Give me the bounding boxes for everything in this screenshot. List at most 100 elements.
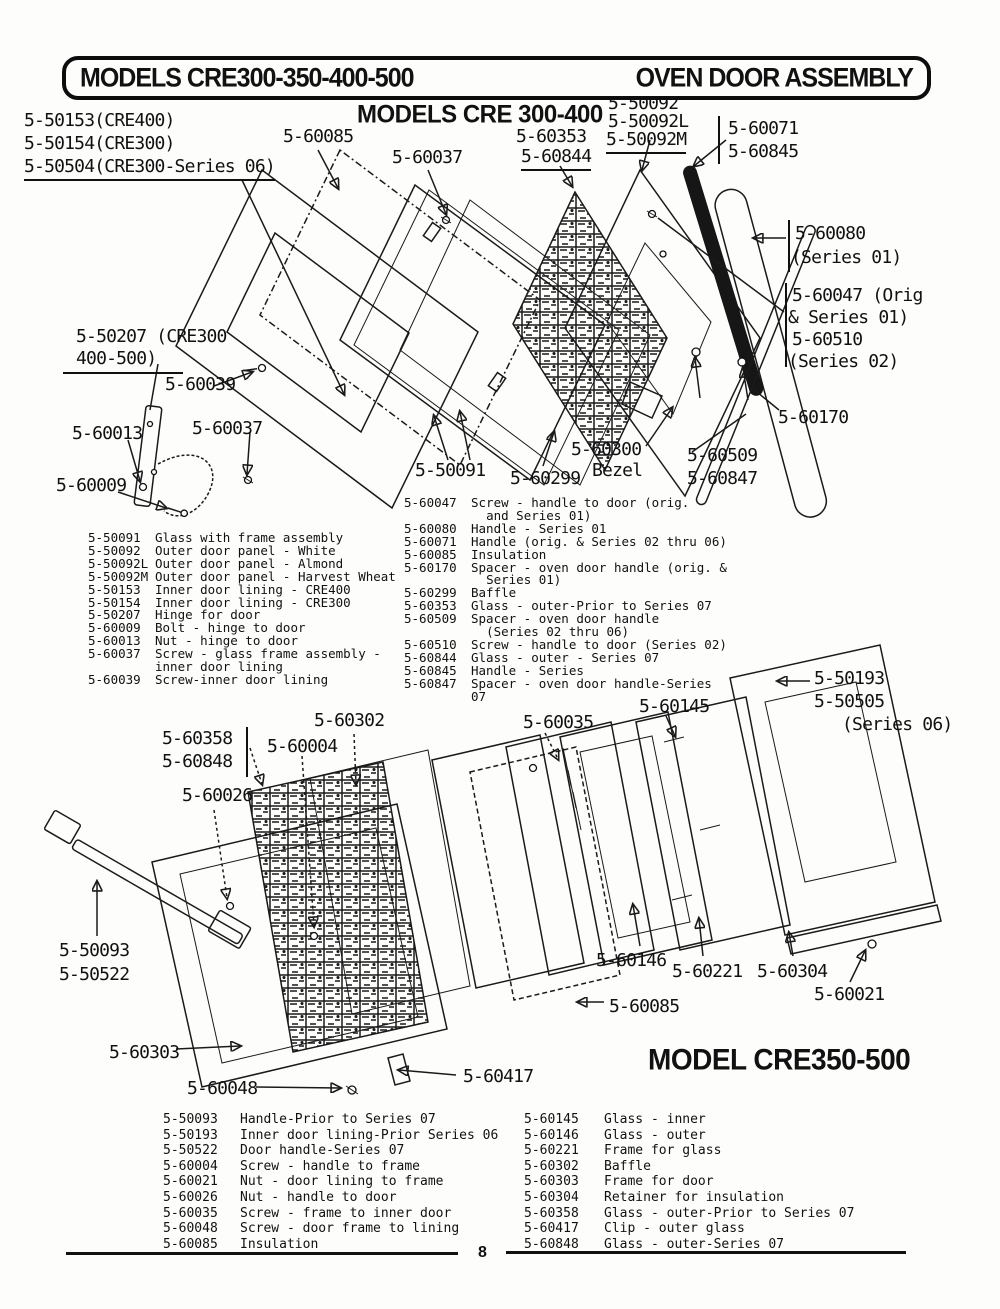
part-label: (Series 06) [842,714,953,735]
part-number: 5-60221 [524,1143,579,1159]
part-label: 5-60299 [510,468,581,489]
part-description: Clip - outer glass [604,1221,745,1237]
part-description: Inner door lining-Prior Series 06 [240,1127,499,1143]
part-label: 5-60304 [757,961,828,982]
part-label: 5-50092M [606,129,687,154]
bottom-leader-lines [97,681,865,1088]
part-label: 5-60146 [596,950,667,971]
part-description: Outer door panel - White [155,542,336,558]
part-description: Spacer - oven door handle-Series 07 [471,675,720,704]
part-number: 5-60509 [404,611,457,627]
part-description: Handle-Prior to Series 07 [240,1112,436,1127]
part-label: 5-50092L [608,111,689,132]
part-label: 5-50505 [814,691,885,712]
label-underline [63,372,183,374]
part-number: 5-50154 [88,594,141,610]
outer-glass-dark-panel [512,190,668,472]
part-number: 5-50091 [88,530,141,545]
part-label: 5-50091 [415,460,486,481]
part-number: 5-60847 [404,675,457,691]
part-description: Screw-inner door lining [155,671,329,687]
label-group-bar [785,283,787,367]
part-number: 5-60013 [88,633,141,649]
part-description: Glass - outer [604,1127,706,1143]
printed-outer-glass-panel [247,761,429,1053]
part-label: 5-60039 [165,374,236,395]
part-number: 5-60071 [404,533,457,549]
part-description: Inner door lining - CRE300 [155,594,351,610]
part-number: 5-60085 [404,546,457,562]
part-number: 5-50207 [88,607,141,623]
part-description: Glass - outer-Series 07 [604,1236,785,1252]
part-number: 5-60302 [524,1158,579,1174]
part-label: 5-50207 (CRE300 [76,326,227,347]
footer-rule-left [66,1252,458,1255]
part-description: Screw - frame to inner door [240,1205,452,1221]
part-label: 5-60300 [571,439,642,460]
part-description: Glass with frame assembly [155,530,344,545]
part-number: 5-60844 [404,649,457,665]
part-number: 5-60304 [524,1189,579,1205]
part-description: Handle - Series 01 [471,520,607,536]
part-label: 5-60509 [687,445,758,466]
part-number: 5-60021 [163,1174,218,1190]
part-label: 5-60085 [609,996,680,1017]
bottom-diagram [43,644,942,1095]
footer-rule-right [506,1251,906,1254]
part-description: Inner door lining - CRE400 [155,581,351,597]
spacer-strip [695,224,816,506]
parts-list-row: 5-50154 Inner door lining - CRE300 [88,594,398,610]
door-handle-bar [683,165,764,396]
part-label: 5-50193 [814,668,885,689]
part-number: 5-60080 [404,520,457,536]
part-label: 5-60035 [523,712,594,733]
part-number: 5-60358 [524,1205,579,1221]
part-number: 5-60417 [524,1221,579,1237]
header-assembly-title: OVEN DOOR ASSEMBLY [635,62,914,93]
part-description: Hinge for door [155,607,261,623]
part-description: Handle (orig. & Series 02 thru 06) [471,533,727,549]
part-number: 5-60004 [163,1158,218,1174]
parts-list-row: 5-60844 Glass - outer - Series 07 [404,649,734,665]
part-description: Nut - door lining to frame [240,1174,444,1190]
part-description: Baffle [471,585,517,601]
part-description: Glass - outer-Prior to Series 07 [604,1205,855,1221]
part-label: 5-60510 [792,329,863,350]
bottom-section-title: MODEL CRE350-500 [648,1043,911,1076]
parts-list-row: 5-60847 Spacer - oven door handle-Series … [404,675,734,704]
part-label: 5-60021 [814,984,885,1005]
part-label: Bezel [592,460,643,481]
part-description: Nut - hinge to door [155,633,298,649]
outer-glass-panel [505,721,655,976]
label-group-bar [246,727,248,777]
header-models-title: MODELS CRE300-350-400-500 [80,62,414,93]
part-description: Spacer - oven door handle (Series 02 thr… [471,611,660,640]
inner-door-lining-panel [175,168,479,510]
page-header-box: MODELS CRE300-350-400-500 OVEN DOOR ASSE… [62,56,931,100]
part-description: Spacer - oven door handle (orig. & Serie… [471,559,727,588]
top-leader-lines [117,139,786,508]
part-label: (Series 02) [788,351,899,372]
part-description: Glass - outer - Series 07 [471,649,660,665]
part-label: 5-60844 [521,146,592,171]
bezel-part [621,380,663,419]
part-description: Insulation [240,1236,319,1252]
part-description: Bolt - hinge to door [155,620,306,636]
part-label: 5-60221 [672,961,743,982]
part-number: 5-60047 [404,495,457,510]
